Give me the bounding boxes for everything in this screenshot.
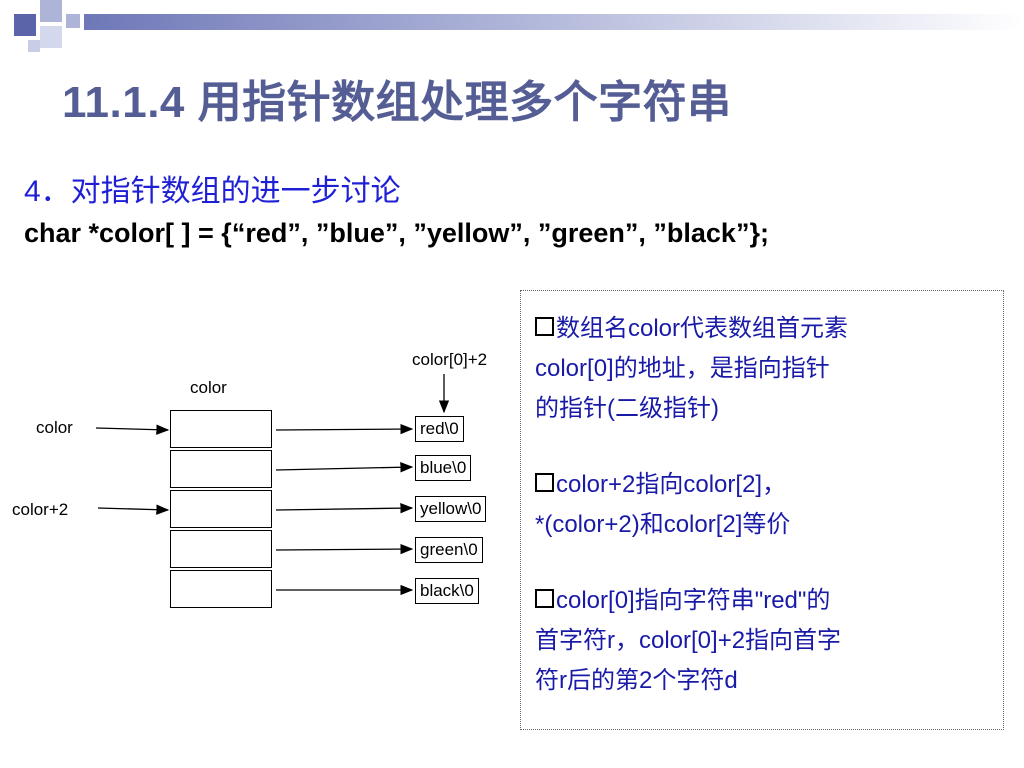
note-1-line-2: color[0]的地址，是指向指针 [535, 355, 830, 382]
pointer-array-diagram: color color color+2 color[0]+2 red\0 blu… [0, 340, 520, 620]
string-box-yellow: yellow\0 [415, 496, 487, 522]
decor-square [28, 40, 40, 52]
arrow-color [95, 424, 170, 435]
note-1-line-3: 的指针(二级指针) [535, 395, 719, 422]
note-3: color[0]指向字符串"red"的 首字符r，color[0]+2指向首字 … [535, 581, 989, 701]
checkbox-bullet-icon [535, 473, 554, 492]
pointer-label: color [36, 418, 73, 437]
explanation-panel: 数组名color代表数组首元素 color[0]的地址，是指向指针 的指针(二级… [520, 290, 1004, 730]
array-cell-0 [170, 410, 272, 448]
pointer-offset-label: color+2 [12, 500, 69, 519]
arrow-elem-3 [275, 543, 414, 555]
arrow-elem-1 [275, 462, 414, 473]
checkbox-bullet-icon [535, 589, 554, 608]
arrow-color-plus-2 [97, 504, 170, 515]
decor-square [66, 14, 80, 28]
note-1-line-1: 数组名color代表数组首元素 [556, 315, 849, 342]
arrow-elem-2 [275, 502, 414, 514]
note-1: 数组名color代表数组首元素 color[0]的地址，是指向指针 的指针(二级… [535, 309, 989, 429]
array-cell-4 [170, 570, 272, 608]
element-offset-label: color[0]+2 [412, 350, 488, 369]
decor-square [14, 14, 36, 36]
note-2-line-2: *(color+2)和color[2]等价 [535, 511, 791, 538]
arrow-elem-0 [275, 423, 414, 435]
section-heading: 4．对指针数组的进一步讨论 [24, 175, 401, 208]
decor-square [40, 0, 62, 22]
string-box-red: red\0 [415, 416, 464, 442]
string-box-green: green\0 [415, 537, 483, 563]
decor-square [40, 26, 62, 48]
diagram-arrows [95, 374, 450, 596]
note-3-line-3: 符r后的第2个字符d [535, 667, 738, 694]
code-declaration: char *color[ ] = {“red”, ”blue”, ”yellow… [24, 218, 769, 248]
checkbox-bullet-icon [535, 317, 554, 336]
array-cell-1 [170, 450, 272, 488]
note-3-line-1: color[0]指向字符串"red"的 [556, 587, 831, 614]
header-band [84, 14, 1024, 30]
string-box-blue: blue\0 [415, 455, 472, 481]
string-box-black: black\0 [415, 578, 479, 604]
note-2-line-1: color+2指向color[2]， [556, 471, 787, 498]
array-cell-2 [170, 490, 272, 528]
note-2: color+2指向color[2]， *(color+2)和color[2]等价 [535, 465, 989, 545]
slide-title: 11.1.4 用指针数组处理多个字符串 [62, 78, 732, 127]
note-3-line-2: 首字符r，color[0]+2指向首字 [535, 627, 842, 654]
array-cell-3 [170, 530, 272, 568]
array-name-label: color [190, 378, 227, 397]
